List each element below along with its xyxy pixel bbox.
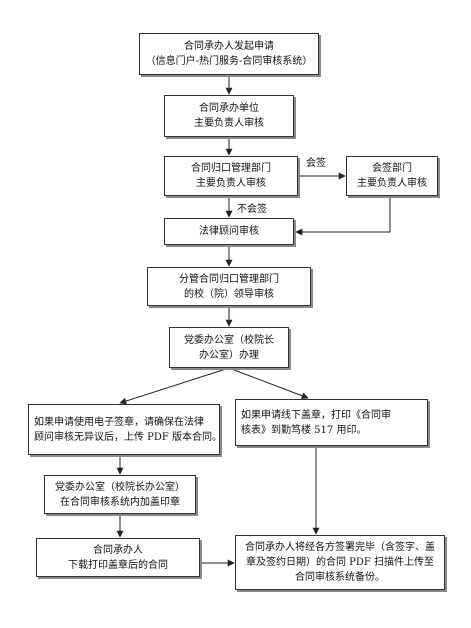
legal-node: 法律顾问审核 — [164, 218, 294, 245]
download-node: 合同承办人 下载打印盖章后的合同 — [36, 538, 200, 577]
archive-line-2: 章及签约日期）的合同 PDF 扫描件上传至 — [245, 557, 435, 568]
leader-line-2: 的校（院）领导审核 — [184, 288, 274, 300]
start-line-1: 合同承办人发起申请 — [184, 41, 274, 52]
cosign-label: 会签 — [306, 158, 326, 169]
download-line-1: 合同承办人 — [93, 544, 143, 556]
no-cosign-label: 不会签 — [237, 204, 267, 215]
arrow-cosign-to-legal — [295, 196, 391, 236]
esign-line-2: 顾问审核无异议后，上传 PDF 版本合同。 — [34, 431, 223, 443]
stamp-node: 党委办公室（校院长办公室） 在合同审核系统内加盖印章 — [44, 475, 196, 514]
leader-line-1: 分管合同归口管理部门 — [179, 273, 279, 285]
esign-line-1: 如果申请使用电子签章，请确保在法律 — [34, 416, 204, 428]
legal-line-1: 法律顾问审核 — [199, 226, 259, 237]
cosign-line-2: 主要负责人审核 — [357, 178, 427, 189]
start-line-2: （信息门户-热门服务-合同审核系统） — [145, 56, 313, 67]
cosign-line-1: 会签部门 — [372, 163, 412, 174]
offline-line-1: 如果申请线下盖章，打印《合同审 — [241, 409, 391, 421]
arrow-office-to-esign — [119, 367, 230, 405]
cosign-node: 会签部门 主要负责人审核 — [346, 156, 438, 196]
dept-head-line-1: 合同承办单位 — [199, 103, 259, 114]
offline-line-2: 核表》到勤笃楼 517 用印。 — [241, 424, 367, 436]
mgmt-head-node: 合同归口管理部门 主要负责人审核 — [164, 156, 298, 196]
archive-line-3: 合同审核系统备份。 — [295, 572, 385, 583]
start-node: 合同承办人发起申请 （信息门户-热门服务-合同审核系统） — [139, 33, 319, 75]
download-line-2: 下载打印盖章后的合同 — [68, 559, 168, 571]
stamp-line-2: 在合同审核系统内加盖印章 — [60, 496, 180, 508]
archive-node: 合同承办人将经各方签署完毕（含签字、盖 章及签约日期）的合同 PDF 扫描件上传… — [235, 535, 445, 590]
esign-node: 如果申请使用电子签章，请确保在法律 顾问审核无异议后，上传 PDF 版本合同。 — [28, 404, 223, 455]
leader-node: 分管合同归口管理部门 的校（院）领导审核 — [147, 267, 311, 306]
office-node: 党委办公室（校院长 办公室）办理 — [169, 327, 289, 368]
office-line-2: 办公室）办理 — [199, 349, 259, 361]
dept-head-node: 合同承办单位 主要负责人审核 — [164, 95, 294, 137]
arrow-office-to-offline — [228, 367, 309, 400]
archive-line-1: 合同承办人将经各方签署完毕（含签字、盖 — [245, 542, 435, 553]
office-line-1: 党委办公室（校院长 — [184, 334, 274, 346]
mgmt-head-line-2: 主要负责人审核 — [196, 178, 266, 189]
dept-head-line-2: 主要负责人审核 — [194, 118, 264, 129]
stamp-line-1: 党委办公室（校院长办公室） — [55, 481, 185, 493]
mgmt-head-line-1: 合同归口管理部门 — [191, 163, 271, 174]
offline-node: 如果申请线下盖章，打印《合同审 核表》到勤笃楼 517 用印。 — [235, 399, 428, 446]
